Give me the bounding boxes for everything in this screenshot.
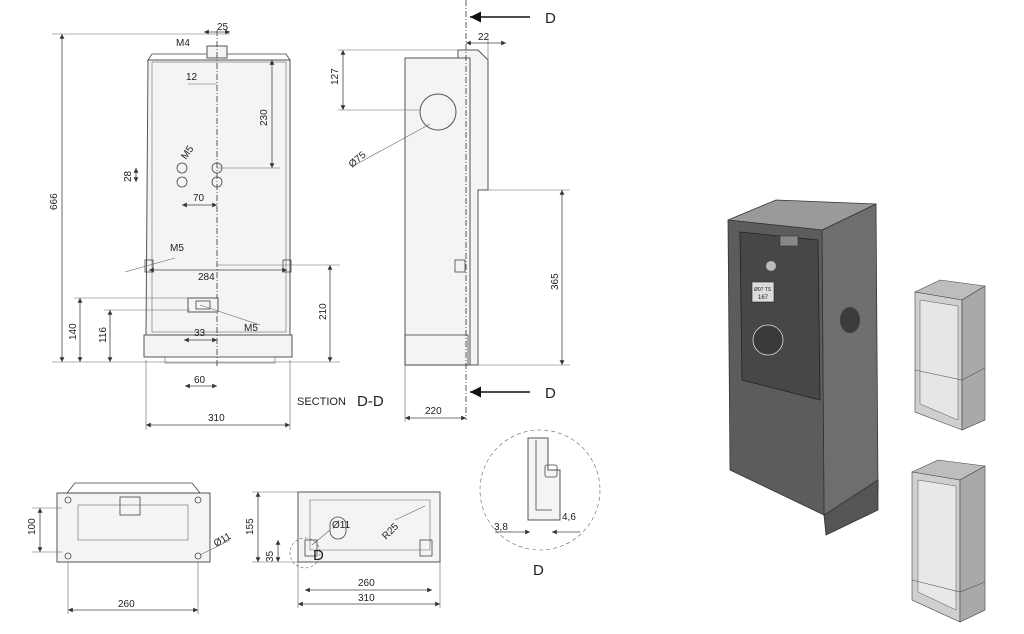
dim-35: 35 <box>265 550 276 562</box>
dim-3-8: 3,8 <box>494 522 508 533</box>
dim-28: 28 <box>123 170 134 182</box>
iso-render-small-top <box>914 279 986 431</box>
dim-310-right: 310 <box>358 593 375 604</box>
lower-bracket-slot <box>195 300 211 310</box>
dim-33: 33 <box>194 328 206 339</box>
side-clip-right <box>282 259 292 273</box>
dim-25: 25 <box>217 22 229 33</box>
iso-label-line1: Ø07 TS <box>754 287 772 293</box>
dim-dia11-right: Ø11 <box>332 520 351 531</box>
dim-dia11-left: Ø11 <box>212 531 234 550</box>
iso-label-line2: 167 <box>758 295 769 301</box>
detail-circle <box>479 429 601 551</box>
detail-profile <box>527 437 561 521</box>
dim-210: 210 <box>318 303 329 320</box>
section-rear <box>457 49 489 366</box>
dim-155: 155 <box>245 518 256 535</box>
dim-22: 22 <box>478 32 490 43</box>
section-clip <box>454 259 466 273</box>
bottom-right-view: 155 35 Ø11 R25 D 260 310 <box>245 491 441 608</box>
front-base <box>143 334 293 358</box>
front-view: 25 M4 12 230 M5 28 70 666 M5 284 210 140… <box>49 22 340 430</box>
detail-view: 3,8 4,6 D <box>479 429 601 579</box>
dim-116: 116 <box>98 327 109 343</box>
cut-label-top: D <box>545 10 556 27</box>
dim-4-6: 4,6 <box>562 512 576 523</box>
lower-bracket <box>187 297 219 313</box>
iso-render-small-bottom <box>910 459 986 623</box>
iso-render-main: Ø07 TS 167 <box>727 199 879 536</box>
section-view: 22 127 Ø75 365 220 D D SECTION D-D <box>297 0 570 422</box>
dim-230: 230 <box>259 109 270 126</box>
dim-m5-lower: M5 <box>244 323 258 334</box>
cable-entry-circle <box>419 93 457 131</box>
cut-label-bottom: D <box>545 385 556 402</box>
detail-callout-d: D <box>313 547 324 564</box>
dim-284: 284 <box>198 272 215 283</box>
dim-12: 12 <box>186 72 198 83</box>
dim-dia75: Ø75 <box>347 149 369 170</box>
section-label: SECTION <box>297 396 346 408</box>
dim-310: 310 <box>208 413 225 424</box>
front-foot <box>164 356 276 364</box>
bottom-left-body <box>56 492 211 563</box>
dim-666: 666 <box>49 193 60 210</box>
dim-260-left: 260 <box>118 599 135 610</box>
section-base <box>404 334 469 366</box>
dim-140: 140 <box>68 323 79 340</box>
dim-220: 220 <box>425 406 442 417</box>
dim-60: 60 <box>194 375 206 386</box>
dim-127: 127 <box>330 68 341 85</box>
detail-label: D <box>533 562 544 579</box>
front-body-outline <box>145 59 291 336</box>
mounting-holes <box>176 162 223 188</box>
section-label-dd: D-D <box>357 393 384 410</box>
dim-70: 70 <box>193 193 205 204</box>
dim-260-right: 260 <box>358 578 375 589</box>
dim-100: 100 <box>27 518 38 535</box>
front-inner-wall <box>151 61 287 333</box>
dim-m4: M4 <box>176 38 190 49</box>
bottom-left-view: 100 Ø11 260 <box>27 482 234 614</box>
dim-365: 365 <box>550 273 561 290</box>
dim-m5-side: M5 <box>170 243 184 254</box>
